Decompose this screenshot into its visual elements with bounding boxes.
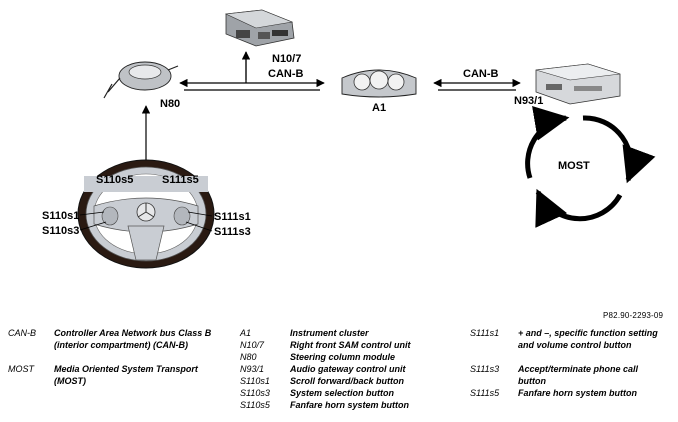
legend-term: S111s5: [470, 388, 500, 398]
legend-definition: + and –, specific function setting and v…: [518, 328, 658, 350]
legend-column-1: CAN-B Controller Area Network bus Class …: [8, 327, 228, 417]
legend-definition: System selection button: [290, 388, 395, 398]
legend-term: CAN-B: [8, 328, 37, 338]
n93-1-audio-gateway-image: [535, 63, 621, 105]
legend-definition: Fanfare horn system button: [518, 388, 638, 398]
legend-column-2: A1 Instrument cluster N10/7 Right front …: [240, 327, 470, 417]
s111s1-label: S111s1: [214, 211, 251, 223]
n80-label: N80: [160, 98, 180, 110]
canb-right-label: CAN-B: [463, 68, 498, 80]
legend-term: N80: [240, 352, 257, 362]
wheel-leader-lines: [79, 211, 213, 232]
system-diagram: N10/7 CAN-B A1 CAN-B N93/1 MOST N80: [42, 9, 656, 269]
legend-term: S111s3: [470, 364, 500, 374]
n80-steering-column-module-image: [103, 61, 179, 99]
s110s1-label: S110s1: [42, 210, 79, 222]
n93-1-label: N93/1: [514, 95, 543, 107]
figure-reference: P82.90-2293-09: [603, 311, 664, 320]
steering-wheel-image: [77, 159, 215, 269]
n10-7-label: N10/7: [272, 53, 301, 65]
legend-term: N10/7: [240, 340, 265, 350]
legend-definition: Right front SAM control unit: [290, 340, 411, 350]
legend-definition: Scroll forward/back button: [290, 376, 405, 386]
legend-column-3: S111s1 + and –, specific function settin…: [470, 327, 675, 417]
s111s5-label: S111s5: [162, 174, 199, 186]
legend-term: MOST: [8, 364, 34, 374]
legend-definition: Fanfare horn system button: [290, 400, 410, 410]
legend-definition: Accept/terminate phone call button: [518, 364, 639, 386]
legend-definition: Media Oriented System Transport (MOST): [54, 364, 198, 386]
legend-term: N93/1: [240, 364, 265, 374]
legend-definition: Controller Area Network bus Class B (int…: [54, 328, 212, 350]
s110s5-label: S110s5: [96, 174, 133, 186]
legend-term: S110s5: [240, 400, 270, 410]
a1-instrument-cluster-image: [341, 69, 417, 98]
legend-definition: Instrument cluster: [290, 328, 369, 338]
n10-7-control-unit-image: [224, 9, 295, 47]
s111s3-label: S111s3: [214, 226, 251, 238]
canb-left-label: CAN-B: [268, 68, 303, 80]
legend-definition: Audio gateway control unit: [290, 364, 406, 374]
s110s3-label: S110s3: [42, 225, 79, 237]
legend-term: S110s3: [240, 388, 270, 398]
most-ring: [525, 105, 656, 228]
legend-term: S111s1: [470, 328, 500, 338]
legend-definition: Steering column module: [290, 352, 396, 362]
legend-term: A1: [240, 328, 252, 338]
legend-term: S110s1: [240, 376, 270, 386]
most-label: MOST: [558, 160, 590, 172]
a1-label: A1: [372, 102, 386, 114]
